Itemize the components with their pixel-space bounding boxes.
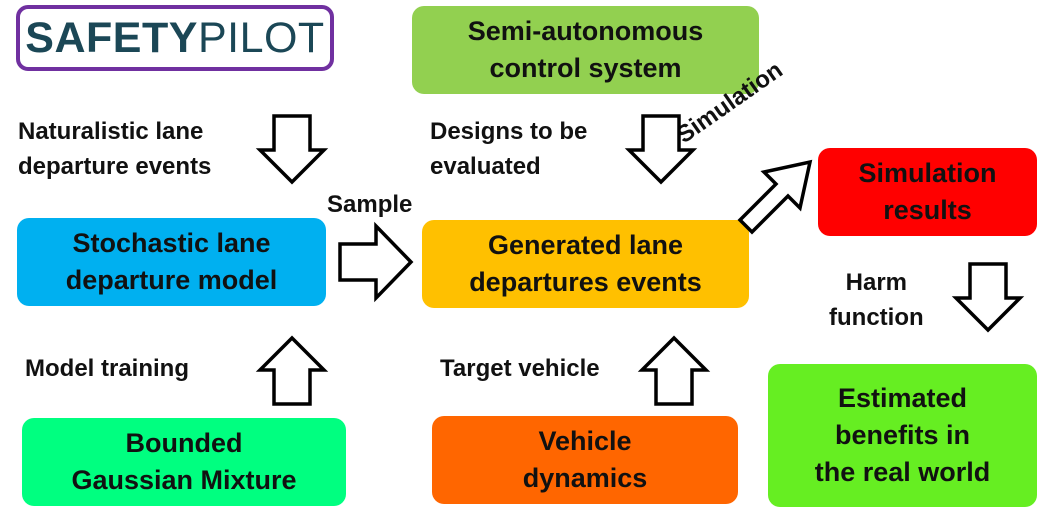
naturalistic-events-label: Naturalistic lane departure events [18, 118, 212, 180]
simulation-results-box: Simulation results [818, 148, 1037, 236]
logo-text-regular: PILOT [197, 13, 325, 62]
generated-events-box: Generated lane departures events [422, 220, 749, 308]
stochastic-model-box: Stochastic lane departure model [17, 218, 326, 306]
target-vehicle-label: Target vehicle [440, 355, 600, 382]
down-arrow-icon [255, 114, 329, 185]
diagonal-arrow-icon [737, 159, 813, 235]
designs-label: Designs to be evaluated [430, 118, 588, 180]
down-arrow-icon [624, 114, 698, 185]
bounded-gaussian-box: Bounded Gaussian Mixture [22, 418, 346, 506]
logo-text-bold: SAFETY [25, 13, 198, 62]
estimated-benefits-box: Estimated benefits in the real world [768, 364, 1037, 507]
up-arrow-icon [255, 335, 329, 406]
down-arrow-icon [951, 262, 1025, 333]
right-arrow-icon [338, 221, 414, 303]
vehicle-dynamics-box: Vehicle dynamics [432, 416, 738, 504]
semi-autonomous-control-box: Semi-autonomous control system [412, 6, 759, 94]
model-training-label: Model training [25, 355, 189, 382]
up-arrow-icon [637, 335, 711, 406]
sample-label: Sample [327, 191, 413, 218]
harm-function-label: Harm function [829, 269, 924, 331]
